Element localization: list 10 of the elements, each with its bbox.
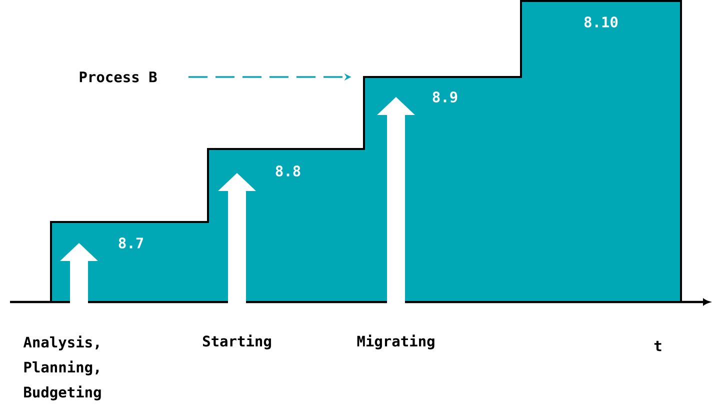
stage-label: Starting xyxy=(203,334,271,350)
version-label: 8.7 xyxy=(118,238,143,248)
process-label: Process B xyxy=(80,72,157,82)
axis-label: t xyxy=(654,340,662,352)
stage-label: Migrating xyxy=(357,334,434,350)
staircase-area xyxy=(50,0,682,303)
stage-label: Analysis, Planning, Budgeting xyxy=(23,336,101,400)
version-label: 8.8 xyxy=(276,166,300,176)
version-label: 8.10 xyxy=(584,16,618,28)
version-label: 8.9 xyxy=(432,91,458,103)
